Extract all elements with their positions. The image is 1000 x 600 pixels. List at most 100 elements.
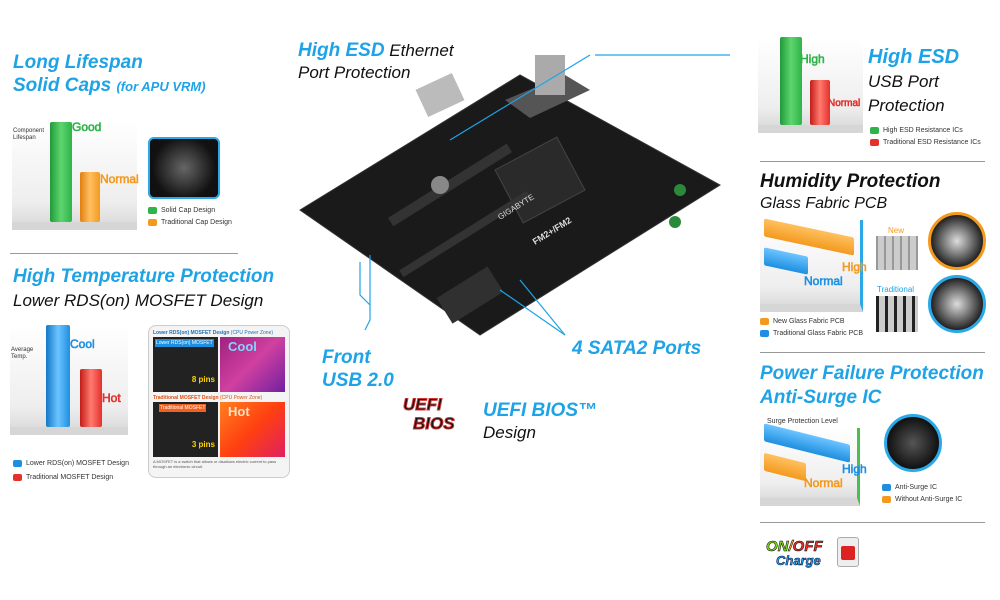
- caps-title-suffix: (for APU VRM): [116, 79, 206, 94]
- red-swatch-icon: [870, 139, 879, 146]
- thermal-image-top: Cool: [220, 337, 285, 392]
- on-off-charge-logo: ON/OFF Charge: [766, 538, 823, 568]
- mosfet-photo-bottom: Traditional MOSFET 3 pins: [153, 402, 218, 457]
- fabric-new-label: New: [888, 226, 905, 235]
- humidity-subtitle: Glass Fabric PCB: [760, 195, 888, 212]
- legend-text: Solid Cap Design: [161, 207, 216, 214]
- off-text: OFF: [792, 538, 823, 555]
- orange-swatch-icon: [148, 219, 157, 226]
- charge-text: Charge: [776, 553, 821, 568]
- cool-word: Cool: [228, 339, 257, 354]
- fabric-traditional-image: [876, 296, 918, 332]
- divider: [760, 352, 985, 353]
- thermal-bottom-title: Traditional MOSFET Design (CPU Power Zon…: [153, 395, 285, 401]
- divider: [10, 253, 238, 254]
- blue-swatch-icon: [760, 330, 769, 337]
- fabric-new-image: [876, 236, 918, 270]
- legend-text: Lower RDS(on) MOSFET Design: [26, 460, 129, 467]
- fabric-traditional-zoom: [928, 275, 986, 333]
- legend-text: Without Anti-Surge IC: [895, 496, 963, 503]
- blue-swatch-icon: [13, 460, 22, 467]
- esd-bar-normal: [810, 80, 830, 125]
- front-usb-line1: Front: [322, 347, 371, 368]
- thermal-top-title: Lower RDS(on) MOSFET Design (CPU Power Z…: [153, 330, 285, 336]
- motherboard-image: GIGABYTE FM2+/FM2: [299, 54, 730, 336]
- on-text: ON: [766, 538, 789, 555]
- solid-caps-photo: [148, 137, 220, 199]
- ethernet-bold: High ESD: [298, 40, 385, 61]
- caps-legend-traditional: Traditional Cap Design: [148, 219, 232, 226]
- temp-title: High Temperature Protection: [13, 266, 275, 287]
- tag: Traditional MOSFET: [159, 404, 207, 412]
- divider: [760, 161, 985, 162]
- surge-bar-high-label: High: [842, 462, 867, 477]
- orange-swatch-icon: [760, 318, 769, 325]
- humidity-bar-high-label: High: [842, 260, 867, 275]
- humidity-legend-new: New Glass Fabric PCB: [760, 318, 845, 325]
- ethernet-line2: Port Protection: [298, 63, 411, 82]
- surge-subtitle: Anti-Surge IC: [760, 387, 882, 408]
- ethernet-rest: Ethernet: [389, 41, 454, 60]
- anti-surge-ic-photo: [884, 414, 942, 472]
- caps-bar-normal-label: Normal: [100, 172, 139, 187]
- divider: [760, 522, 985, 523]
- blue-swatch-icon: [882, 484, 891, 491]
- legend-text: Traditional ESD Resistance ICs: [883, 139, 981, 146]
- text: (CPU Power Zone): [219, 395, 263, 401]
- front-usb-line2: USB 2.0: [322, 370, 394, 391]
- esd-title: High ESD: [868, 46, 960, 68]
- sata-label: 4 SATA2 Ports: [572, 338, 702, 359]
- thermal-image-bottom: Hot: [220, 402, 285, 457]
- green-swatch-icon: [870, 127, 879, 134]
- uefi-logo-line2: BIOS: [413, 414, 456, 434]
- humidity-bar-normal-label: Normal: [804, 274, 843, 289]
- green-swatch-icon: [148, 207, 157, 214]
- caps-title-line2: Solid Caps (for APU VRM): [13, 75, 206, 98]
- red-swatch-icon: [13, 474, 22, 481]
- temp-legend-traditional: Traditional MOSFET Design: [13, 474, 113, 481]
- thermal-panel: Lower RDS(on) MOSFET Design (CPU Power Z…: [148, 325, 290, 478]
- esd-line3: Protection: [868, 96, 945, 115]
- uefi-title: UEFI BIOS™: [483, 400, 598, 421]
- orange-swatch-icon: [882, 496, 891, 503]
- caps-bar-normal: [80, 172, 100, 222]
- thermal-top-row: Lower RDS(on) MOSFET 8 pins Cool: [153, 337, 285, 392]
- surge-title: Power Failure Protection: [760, 363, 984, 384]
- surge-bar-normal-label: Normal: [804, 476, 843, 491]
- ethernet-label: High ESD Ethernet Port Protection: [298, 40, 454, 84]
- hot-word: Hot: [228, 404, 250, 419]
- temp-subtitle: Lower RDS(on) MOSFET Design: [13, 291, 264, 310]
- esd-line2: USB Port: [868, 72, 939, 91]
- humidity-title: Humidity Protection: [760, 171, 941, 192]
- charger-icon: [837, 537, 859, 567]
- pins: 8 pins: [191, 375, 215, 384]
- surge-bar-normal: [764, 452, 806, 482]
- caps-axis-label: Component Lifespan: [13, 128, 45, 141]
- uefi-subtitle: Design: [483, 423, 536, 442]
- temp-bar-hot: [80, 369, 102, 427]
- esd-bar-high-label: High: [800, 52, 825, 67]
- mosfet-photo-top: Lower RDS(on) MOSFET 8 pins: [153, 337, 218, 392]
- caps-title-line1: Long Lifespan: [13, 52, 143, 73]
- esd-legend-high: High ESD Resistance ICs: [870, 127, 963, 134]
- thermal-bottom-row: Traditional MOSFET 3 pins Hot: [153, 402, 285, 457]
- legend-text: Anti-Surge IC: [895, 484, 938, 491]
- temp-legend-lower: Lower RDS(on) MOSFET Design: [13, 460, 129, 467]
- pins: 3 pins: [191, 440, 215, 449]
- esd-legend-traditional: Traditional ESD Resistance ICs: [870, 139, 981, 146]
- temp-bar-cool-label: Cool: [70, 337, 95, 352]
- humidity-bar-normal: [764, 247, 808, 275]
- caps-title-main: Solid Caps: [13, 75, 112, 96]
- esd-bar-high: [780, 37, 802, 125]
- caps-chart: Component Lifespan Good Normal: [12, 120, 139, 230]
- humidity-legend-traditional: Traditional Glass Fabric PCB: [760, 330, 863, 337]
- surge-legend-anti: Anti-Surge IC: [882, 484, 937, 491]
- tag: Lower RDS(on) MOSFET: [155, 339, 214, 347]
- text: Traditional MOSFET Design: [153, 395, 219, 401]
- ethernet-line1: High ESD Ethernet: [298, 40, 454, 62]
- caps-bar-good: [50, 122, 72, 222]
- thermal-footnote: A MOSFET is a switch that allows or disa…: [153, 459, 277, 469]
- legend-text: Traditional MOSFET Design: [26, 474, 114, 481]
- surge-axis-label: Surge Protection Level: [767, 418, 838, 425]
- temp-chart: Average Temp. Cool Hot: [10, 325, 128, 435]
